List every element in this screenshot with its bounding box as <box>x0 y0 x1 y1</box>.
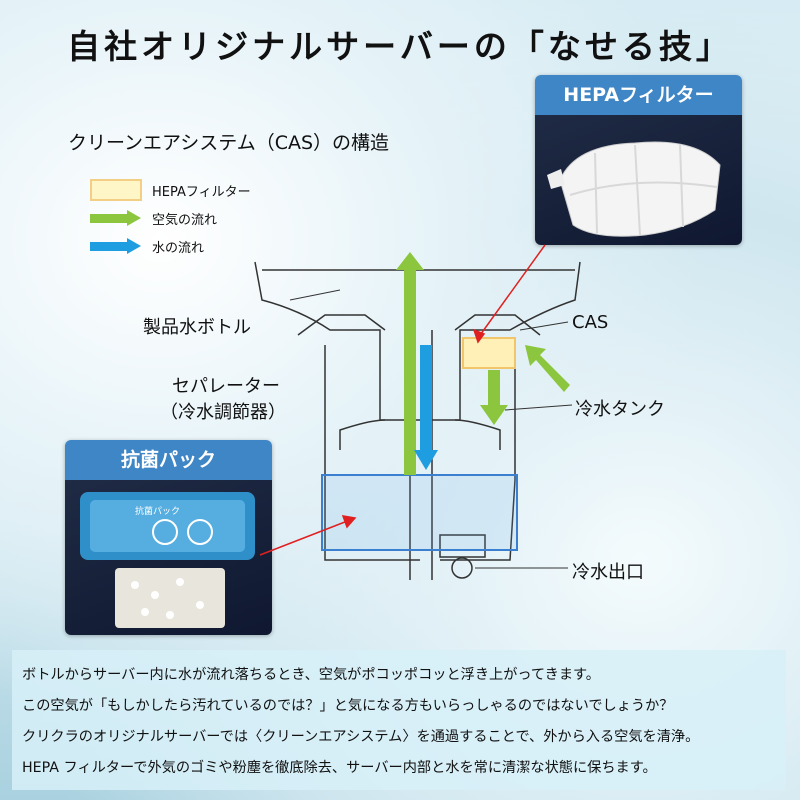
hepa-filter-icon <box>547 141 721 237</box>
legend-label: HEPAフィルター <box>152 184 251 200</box>
hepa-filter-block <box>462 337 516 369</box>
antibacterial-pack-panel: 抗菌パック 抗菌パック <box>65 440 272 635</box>
legend-air: 空気の流れ <box>90 204 251 232</box>
legend-label: 空気の流れ <box>152 212 218 228</box>
air-flow-arrows <box>396 252 570 475</box>
diagram-subtitle: クリーンエアシステム（CAS）の構造 <box>68 132 390 154</box>
pack-icon <box>80 492 255 628</box>
description-line: HEPA フィルターで外気のゴミや粉塵を徹底除去、サーバー内部と水を常に清潔な状… <box>22 760 657 776</box>
label-cas: CAS <box>572 312 609 333</box>
air-down-arrow-icon <box>480 370 508 425</box>
pointer-arrows <box>259 244 546 556</box>
label-separator: セパレーター <box>172 376 280 397</box>
pack-panel-title: 抗菌パック <box>65 440 272 480</box>
air-up-arrow-icon <box>396 252 424 475</box>
label-separator-sub: （冷水調節器） <box>160 402 286 423</box>
hepa-filter-image <box>535 115 742 245</box>
pack-print: 抗菌パック <box>135 507 181 517</box>
legend-hepa: HEPAフィルター <box>90 176 251 204</box>
air-in-arrow-icon <box>525 345 570 392</box>
green-arrow-icon <box>90 210 142 226</box>
legend-label: 水の流れ <box>152 240 205 256</box>
blue-arrow-icon <box>90 238 142 254</box>
hepa-filter-panel: HEPAフィルター <box>535 75 742 245</box>
description-line: クリクラのオリジナルサーバーでは〈クリーンエアシステム〉を通過することで、外から… <box>22 729 700 745</box>
antibacterial-pack-image: 抗菌パック <box>65 480 272 635</box>
description-line: この空気が「もしかしたら汚れているのでは？」と気になる方もいらっしゃるのではない… <box>22 698 674 714</box>
legend-water: 水の流れ <box>90 232 251 260</box>
legend: HEPAフィルター 空気の流れ 水の流れ <box>90 176 251 260</box>
page-title: 自社オリジナルサーバーの「なせる技」 <box>67 27 733 66</box>
cold-water-tank <box>321 474 518 551</box>
label-outlet: 冷水出口 <box>572 562 644 583</box>
leader-lines <box>289 289 573 569</box>
water-flow-arrow-icon <box>414 345 438 470</box>
label-tank: 冷水タンク <box>575 399 665 420</box>
hepa-panel-title: HEPAフィルター <box>535 75 742 115</box>
server-diagram <box>254 244 581 580</box>
label-bottle: 製品水ボトル <box>143 317 251 338</box>
description-line: ボトルからサーバー内に水が流れ落ちるとき、空気がポコッポコッと浮き上がってきます… <box>22 667 600 683</box>
hepa-swatch <box>90 179 142 201</box>
description-box: ボトルからサーバー内に水が流れ落ちるとき、空気がポコッポコッと浮き上がってきます… <box>12 650 786 790</box>
